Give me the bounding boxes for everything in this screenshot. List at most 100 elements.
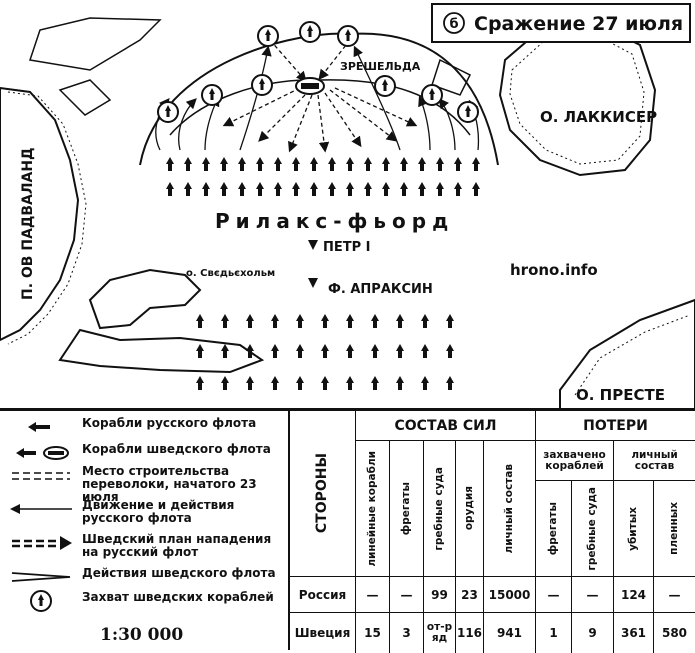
russian-ship-icon: [328, 182, 336, 196]
land-preste: [559, 298, 695, 410]
russian-ship-icon: [292, 157, 300, 171]
russian-ship-icon: [400, 157, 408, 171]
russian-ship-icon: [418, 157, 426, 171]
label-lakkiser: О. ЛАККИСЕР: [540, 108, 657, 126]
flag-apraksin-icon: [308, 278, 318, 288]
russian-ship-icon: [382, 182, 390, 196]
label-rilaks-fjord: Рилакс-фьорд: [215, 209, 454, 233]
watermark: hrono.info: [510, 261, 598, 279]
swedish-plan-arrows: [222, 39, 418, 153]
title-marker: б: [449, 17, 458, 32]
russian-ship-icon: [472, 157, 480, 171]
cell-russia-ships: —: [356, 577, 390, 613]
russian-ship-icon: [296, 376, 304, 390]
russian-ship-icon: [400, 182, 408, 196]
label-apraksin: Ф. АПРАКСИН: [328, 282, 433, 297]
russian-ship-icon: [196, 376, 204, 390]
cell-sweden-killed: 361: [614, 613, 654, 653]
russian-ship-icon: [321, 344, 329, 358]
russian-ship-icon: [454, 182, 462, 196]
russian-ship-icon: [184, 157, 192, 171]
map-title: Сражение 27 июля: [474, 13, 683, 35]
russian-ship-icon: [246, 314, 254, 328]
russian-ship-icon: [271, 344, 279, 358]
col-prisoners: пленных: [654, 481, 695, 577]
row-sweden-side: Швеция: [290, 613, 356, 653]
col-rowing: гребные суда: [424, 441, 456, 577]
col-guns: орудия: [456, 441, 484, 577]
russian-ship-icon: [196, 314, 204, 328]
russian-ship-icon: [184, 182, 192, 196]
russian-ship-icon: [396, 376, 404, 390]
russian-ship-icon: [421, 314, 429, 328]
russian-ship-icon: [454, 157, 462, 171]
russian-ship-icon: [238, 182, 246, 196]
cell-sweden-crew: 941: [484, 613, 536, 653]
russian-ship-icon: [220, 182, 228, 196]
forces-header: СОСТАВ СИЛ: [356, 411, 536, 441]
russian-ship-icon: [421, 344, 429, 358]
russian-ship-icon: [346, 157, 354, 171]
legend-item-swedish-ships: Корабли шведского флота: [0, 441, 290, 465]
russian-ship-icon: [364, 157, 372, 171]
legend-item-swedish-actions: Действия шведского флота: [0, 565, 290, 589]
swedish-plan-arrow-icon: [12, 536, 72, 550]
legend-item-swedish-plan: Шведский план нападения на русский флот: [0, 531, 290, 561]
land-lakkiser: [498, 23, 657, 177]
cell-russia-prisoners: —: [654, 577, 695, 613]
legend-item-capture: Захват шведских кораблей: [0, 589, 290, 619]
cell-sweden-prisoners: 580: [661, 626, 688, 640]
col-frigates: фрегаты: [390, 441, 424, 577]
russian-ship-icon: [220, 157, 228, 171]
russian-ship-icon: [221, 376, 229, 390]
russian-ship-icon: [166, 182, 174, 196]
russian-ship-icon: [446, 376, 454, 390]
battle-map: б Сражение 27 июля ЗРЕШЕЛЬДА О. ЛАККИСЕР…: [0, 3, 695, 410]
swedish-action-arrow-icon: [11, 572, 71, 582]
russian-ship-icon: [418, 182, 426, 196]
russian-ship-icon: [346, 182, 354, 196]
russian-movement-arrow-icon: [10, 504, 72, 514]
russian-ship-icon: [296, 314, 304, 328]
russian-fleet-fjord: [166, 157, 480, 196]
russian-ship-icon: [371, 314, 379, 328]
russian-ship-icon: [296, 344, 304, 358]
land-padvaland: [0, 86, 87, 345]
legend-item-russian-ships: Корабли русского флота: [0, 415, 290, 439]
russian-ship-icon: [310, 182, 318, 196]
russian-ship-icon: [238, 157, 246, 171]
land-svedskholm: [58, 268, 265, 374]
russian-ship-icon: [310, 157, 318, 171]
legend: Корабли русского флота Корабли шведского…: [0, 408, 290, 650]
swedish-ship-icon: [16, 446, 69, 460]
row-russia-side: Россия: [290, 577, 356, 613]
cell-russia-guns: 23: [456, 577, 484, 613]
cell-sweden-guns: 116: [456, 613, 484, 653]
map-scale: 1:30 000: [100, 625, 184, 645]
sides-header: СТОРОНЫ: [290, 411, 356, 577]
russian-ship-icon: [436, 157, 444, 171]
russian-ship-icon: [256, 157, 264, 171]
russian-ship-icon: [396, 314, 404, 328]
cell-russia-cap-frigates: —: [536, 577, 572, 613]
russian-ship-icon: [371, 344, 379, 358]
russian-ship-icon: [382, 157, 390, 171]
swedish-ships: [157, 21, 479, 123]
portage-site-icon: [12, 472, 70, 480]
russian-ship-icon: [246, 376, 254, 390]
russian-ship-icon: [256, 182, 264, 196]
russian-ship-icon: [202, 157, 210, 171]
col-killed: убитых: [614, 481, 654, 577]
cell-russia-rowing: 99: [424, 577, 456, 613]
legend-item-portage: Место строительства переволоки, начатого…: [0, 463, 290, 504]
forces-table: СТОРОНЫ СОСТАВ СИЛ ПОТЕРИ захвачено кора…: [290, 408, 695, 653]
legend-item-russian-movement: Движение и действия русского флота: [0, 497, 290, 527]
col-cap-frigates: фрегаты: [536, 481, 572, 577]
cell-sweden-frigates: 3: [390, 613, 424, 653]
cell-russia-crew: 15000: [484, 577, 536, 613]
captured-header: захвачено кораблей: [536, 441, 614, 481]
personnel-header: личный состав: [614, 441, 695, 481]
russian-ship-icon: [446, 314, 454, 328]
cell-russia-cap-rowing: —: [572, 577, 614, 613]
flag-petr-icon: [308, 240, 318, 250]
